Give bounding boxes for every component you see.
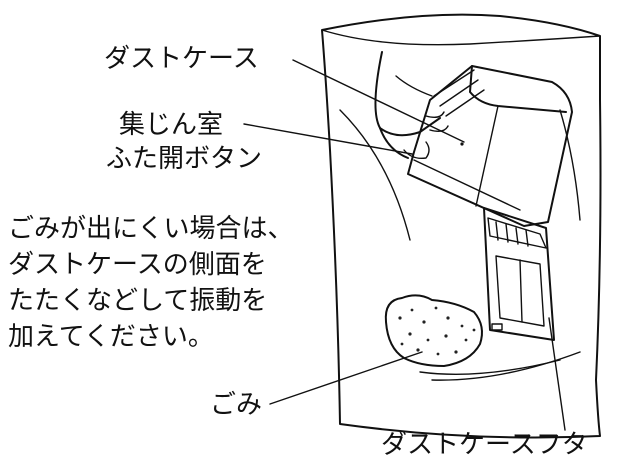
leader-lid xyxy=(548,317,566,431)
label-dust: ごみ xyxy=(210,390,263,420)
plastic-bag xyxy=(321,13,602,439)
leader-dust-case xyxy=(292,59,465,143)
label-dust-case: ダストケース xyxy=(104,44,259,74)
instruction-line-3: たたくなどして振動を xyxy=(8,286,268,316)
label-open-button-line2: ふた開ボタン xyxy=(106,144,263,174)
dust-pile xyxy=(384,294,581,381)
instruction-line-1: ごみが出にくい場合は、 xyxy=(8,214,294,244)
leader-lines xyxy=(243,59,566,431)
label-dust-case-lid: ダストケースフタ xyxy=(381,430,588,460)
leader-dust xyxy=(269,351,423,405)
hand xyxy=(374,51,449,160)
dust-case-lid xyxy=(483,207,555,341)
dust-case xyxy=(407,65,573,227)
label-open-button-line1: 集じん室 xyxy=(119,110,224,140)
leader-open-button xyxy=(243,123,413,155)
instruction-line-2: ダストケースの側面を xyxy=(8,250,267,280)
instruction-line-4: 加えてください。 xyxy=(8,322,214,352)
